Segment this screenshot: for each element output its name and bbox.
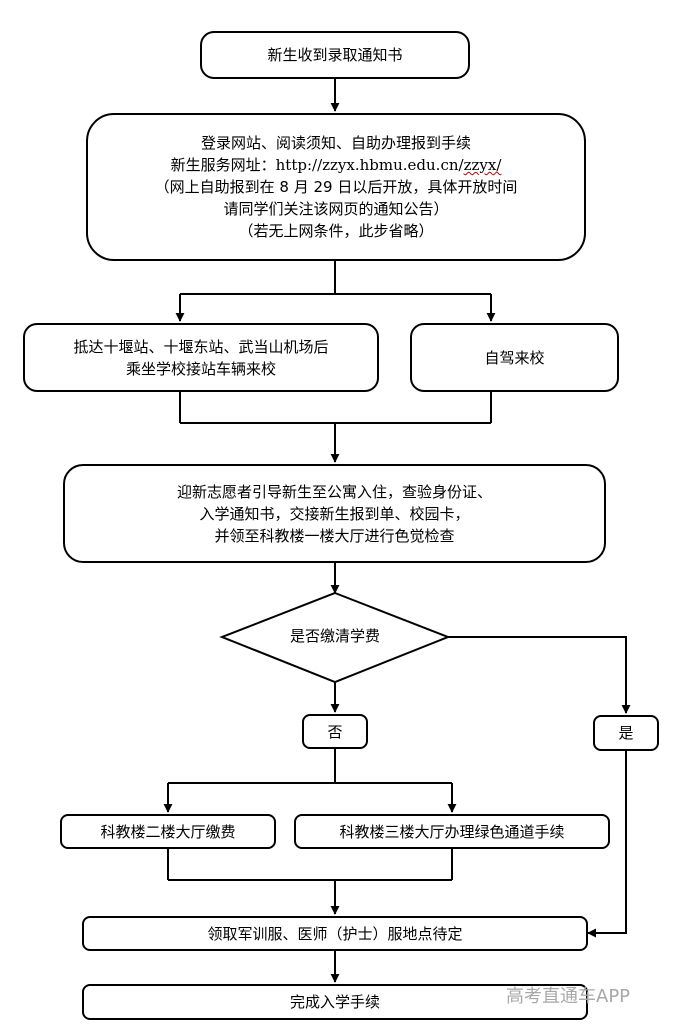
step-volunteer-guide: 迎新志愿者引导新生至公寓入住，查验身份证、 入学通知书，交接新生报到单、校园卡，…	[63, 464, 606, 563]
online-line-2: 新生服务网址：http://zzyx.hbmu.edu.cn/zzyx/	[171, 154, 502, 176]
watermark: 高考直通车APP	[506, 986, 631, 1007]
collect-uniform-label: 领取军训服、医师（护士）服地点待定	[207, 924, 463, 943]
online-line-3: （网上自助报到在 8 月 29 日以后开放，具体开放时间	[154, 178, 518, 196]
pay-fee-label: 科教楼二楼大厅缴费	[100, 822, 236, 841]
volunteer-line-1: 迎新志愿者引导新生至公寓入住，查验身份证、	[176, 482, 492, 501]
branch-no: 否	[302, 714, 368, 749]
branch-no-label: 否	[327, 722, 343, 741]
step-online-registration: 登录网站、阅读须知、自助办理报到手续 新生服务网址：http://zzyx.hb…	[86, 113, 586, 261]
online-url-tail: zzyx/	[463, 156, 502, 174]
decision-label: 是否缴清学费	[289, 626, 380, 645]
online-line-5: （若无上网条件，此步省略）	[238, 222, 434, 240]
step-arrive-station: 抵达十堰站、十堰东站、武当山机场后 乘坐学校接站车辆来校	[23, 323, 379, 392]
volunteer-line-3: 并领至科教楼一楼大厅进行色觉检查	[214, 526, 455, 545]
volunteer-line-2: 入学通知书，交接新生报到单、校园卡，	[199, 504, 470, 523]
step-complete: 完成入学手续	[82, 984, 588, 1020]
step-collect-uniform: 领取军训服、医师（护士）服地点待定	[82, 916, 588, 951]
online-line-4: 请同学们关注该网页的通知公告）	[223, 200, 449, 218]
arrive-station-line-2: 乘坐学校接站车辆来校	[125, 359, 276, 378]
complete-label: 完成入学手续	[289, 993, 380, 1011]
arrive-station-line-1: 抵达十堰站、十堰东站、武当山机场后	[73, 337, 329, 356]
step-pay-fee: 科教楼二楼大厅缴费	[60, 814, 276, 849]
branch-yes: 是	[593, 715, 659, 751]
green-channel-label: 科教楼三楼大厅办理绿色通道手续	[339, 822, 565, 841]
online-url-main: http://zzyx.hbmu.edu.cn/	[275, 156, 464, 174]
arrow-yes-to-uniform	[587, 751, 627, 938]
arrow-to-yes	[448, 636, 631, 714]
branch-yes-label: 是	[618, 724, 634, 742]
step-green-channel: 科教楼三楼大厅办理绿色通道手续	[294, 814, 610, 849]
self-drive-label: 自驾来校	[484, 348, 545, 367]
step-receive-notice-label: 新生收到录取通知书	[267, 46, 403, 64]
online-line-1: 登录网站、阅读须知、自助办理报到手续	[200, 134, 471, 152]
step-receive-notice: 新生收到录取通知书	[200, 31, 470, 79]
online-url-prefix: 新生服务网址：	[170, 156, 276, 174]
step-self-drive: 自驾来校	[410, 323, 619, 392]
